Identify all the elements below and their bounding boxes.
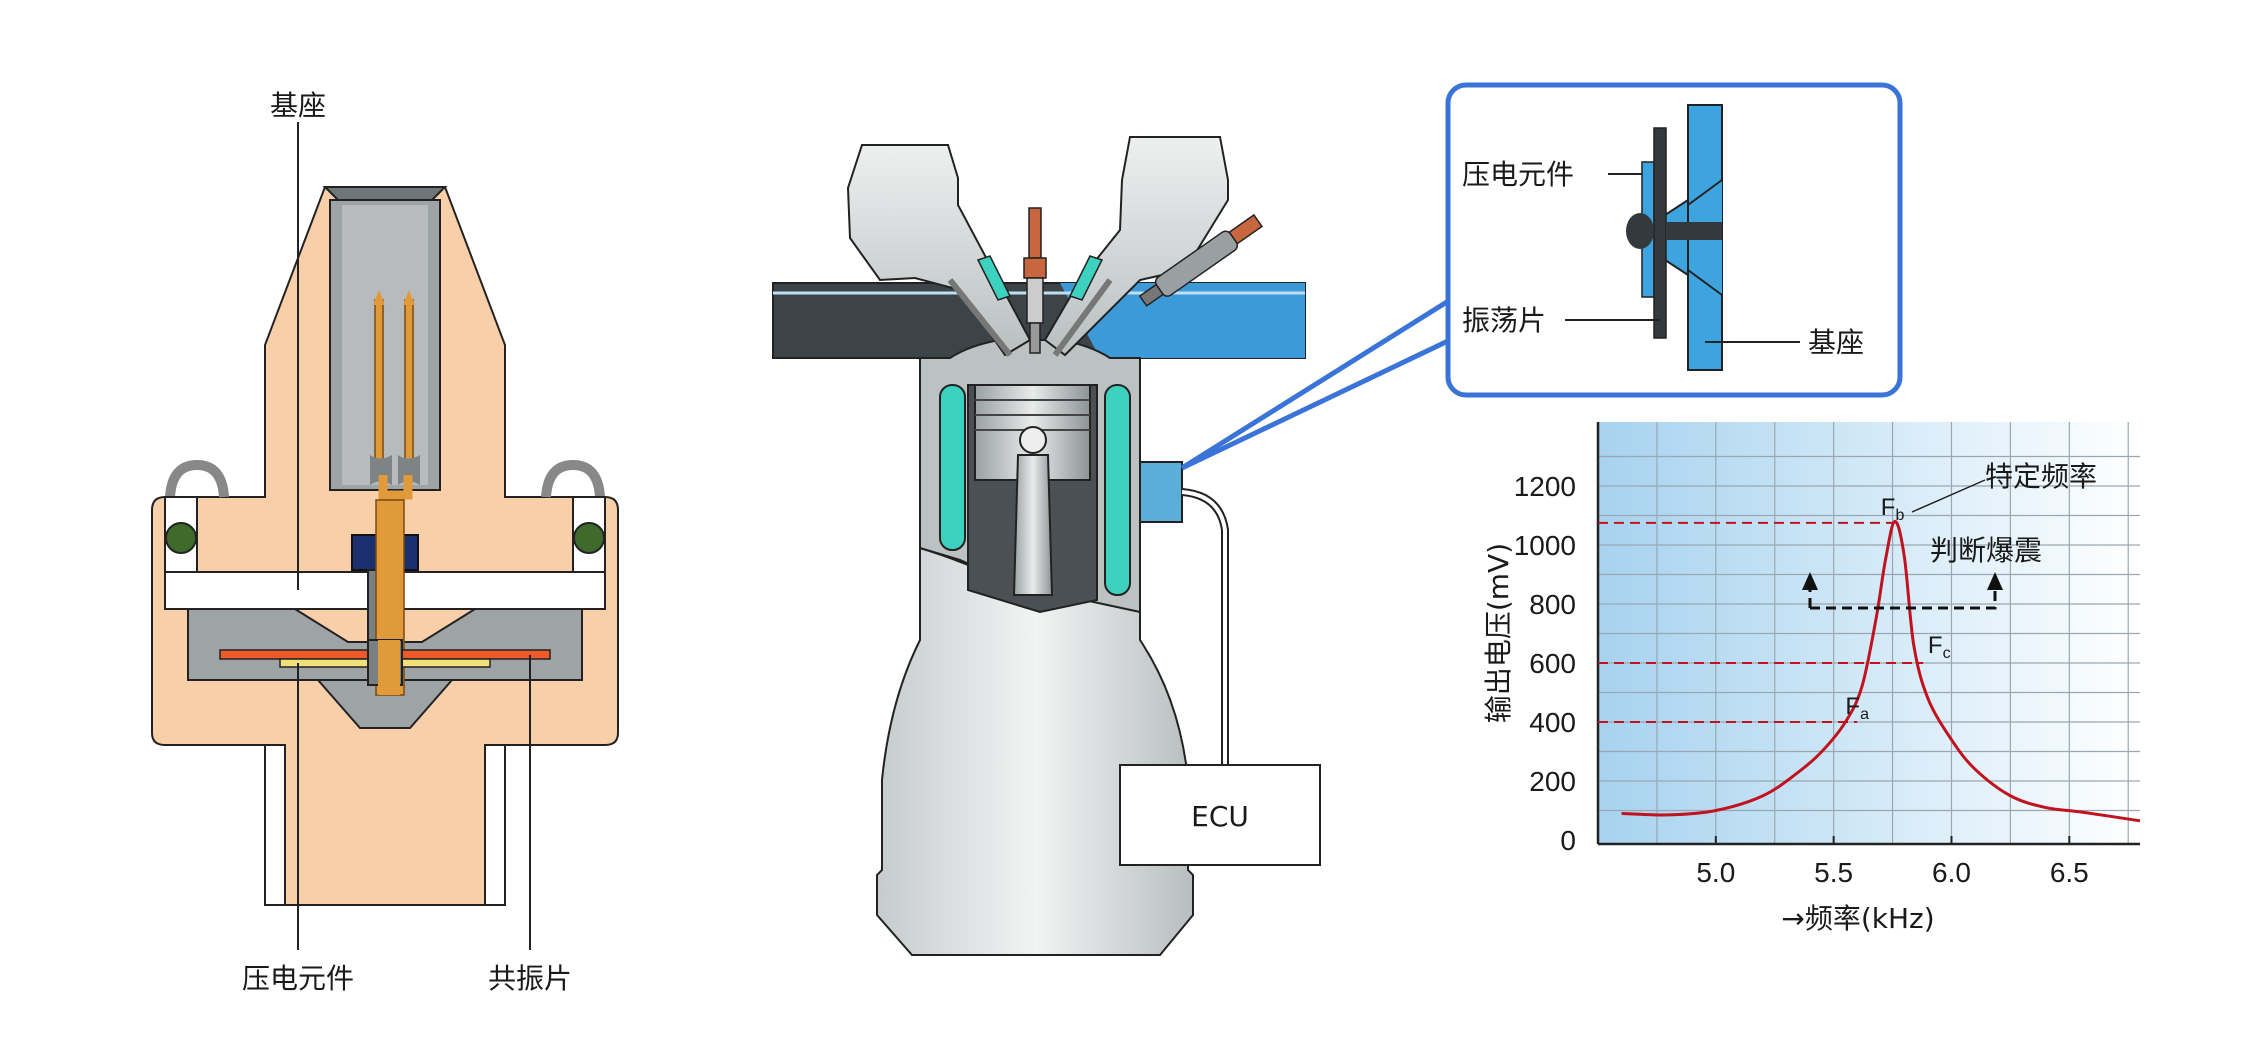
series-curve: [1621, 519, 2141, 823]
knock-sensor-cross-section: 基座 压电元件 共振片: [151, 89, 619, 995]
detail-label-piezo: 压电元件: [1462, 158, 1574, 191]
detail-label-base: 基座: [1808, 326, 1864, 359]
y-tick-label: 600: [1529, 648, 1576, 679]
y-tick-label: 800: [1529, 589, 1576, 620]
detail-label-vibrator: 振荡片: [1462, 304, 1546, 337]
sensor-detail-callout: 压电元件 振荡片 基座: [1445, 82, 1903, 398]
x-tick-label: 5.5: [1814, 857, 1853, 888]
y-tick-label: 400: [1529, 707, 1576, 738]
knock-sensor-mounted: [1139, 461, 1183, 523]
terminal-pin: [374, 299, 384, 476]
label-piezo-element: 压电元件: [242, 962, 354, 995]
y-tick-label: 1200: [1514, 471, 1576, 502]
x-tick-label: 5.0: [1696, 857, 1735, 888]
water-jacket: [1104, 384, 1131, 596]
o-ring: [573, 522, 605, 554]
grid: [1598, 422, 2140, 844]
ecu-box: [1119, 764, 1321, 866]
engine-cross-section: ECU: [772, 136, 1452, 956]
y-axis-label: 输出电压(mV): [1482, 543, 1515, 723]
mounting-ring: [165, 459, 229, 498]
knock-arrow-right: [1987, 572, 2003, 590]
y-tick-label: 200: [1529, 766, 1576, 797]
peak-label: 特定频率: [1985, 460, 2097, 493]
connecting-rod: [1012, 454, 1054, 596]
mounting-ring: [541, 459, 605, 498]
water-jacket: [939, 384, 966, 551]
label-base: 基座: [270, 89, 326, 122]
knock-label: 判断爆震: [1930, 534, 2042, 567]
label-ecu: ECU: [1191, 800, 1249, 833]
fuel-injector: [1138, 213, 1263, 307]
spark-plug: [1023, 207, 1047, 354]
reference-lines: [1598, 521, 1924, 723]
intake-port: [846, 144, 1032, 357]
x-tick-label: 6.0: [1932, 857, 1971, 888]
axes: [1596, 422, 2140, 846]
label-resonator: 共振片: [488, 962, 572, 995]
x-axis-label: →频率(kHz): [1781, 902, 1934, 935]
o-ring: [165, 522, 197, 554]
terminal-pin: [404, 299, 414, 461]
y-tick-label: 0: [1560, 825, 1576, 856]
knock-arrow-left: [1802, 572, 1818, 590]
y-tick-label: 1000: [1514, 530, 1576, 561]
ticks: 0 200 400 600 800 1000 1200 5.0 5.5 6.0 6.5: [1514, 471, 2089, 888]
exhaust-port: [1043, 136, 1229, 357]
x-tick-label: 6.5: [2050, 857, 2089, 888]
detail-vibrator: [1653, 127, 1667, 339]
peak-leader: [1911, 479, 1986, 513]
resonance-chart: 0 200 400 600 800 1000 1200 5.0 5.5 6.0 6.5 输出电压(m…: [1482, 422, 2141, 935]
